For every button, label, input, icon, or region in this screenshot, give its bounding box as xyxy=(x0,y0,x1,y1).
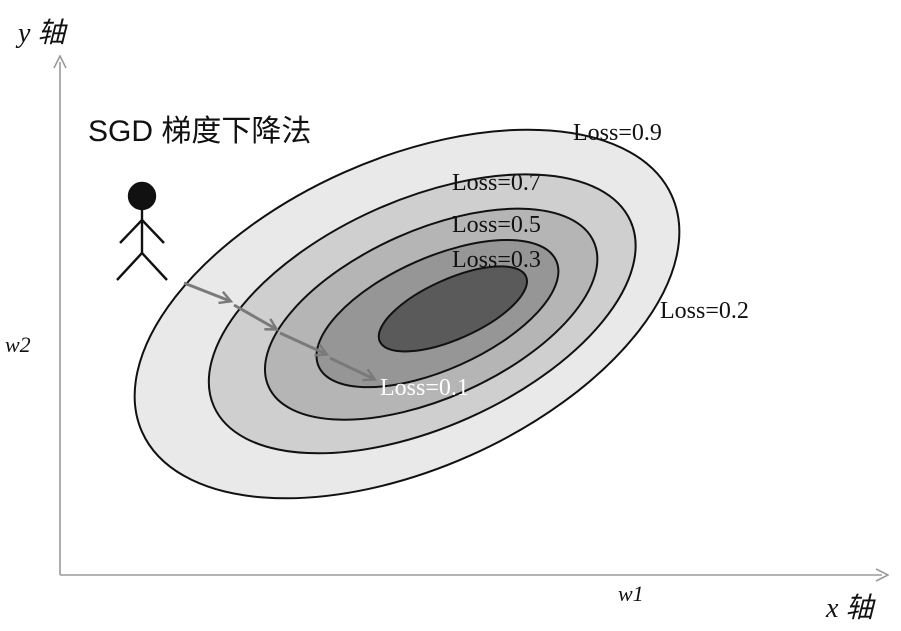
y-axis-label: y 轴 xyxy=(15,18,68,49)
contour-loss-0.1 xyxy=(377,265,528,353)
label-loss-0.1: Loss=0.1 xyxy=(380,375,469,401)
descent-path xyxy=(183,281,378,382)
arrow-icon xyxy=(233,303,280,331)
y-variable-label: w2 xyxy=(5,332,31,357)
label-loss-0.2: Loss=0.2 xyxy=(660,298,749,324)
label-loss-0.9: Loss=0.9 xyxy=(573,120,662,146)
arrow-icon xyxy=(183,281,234,305)
contour-group xyxy=(133,128,681,500)
label-loss-0.7: Loss=0.7 xyxy=(452,170,541,196)
label-loss-0.5: Loss=0.5 xyxy=(452,212,541,238)
label-loss-0.3: Loss=0.3 xyxy=(452,247,541,273)
diagram-title: SGD 梯度下降法 xyxy=(88,115,311,148)
arrow-icon xyxy=(329,356,378,382)
stick-figure-icon xyxy=(116,181,168,281)
arrow-icon xyxy=(279,331,330,357)
x-axis-label: x 轴 xyxy=(825,593,876,624)
x-variable-label: w1 xyxy=(618,581,644,606)
